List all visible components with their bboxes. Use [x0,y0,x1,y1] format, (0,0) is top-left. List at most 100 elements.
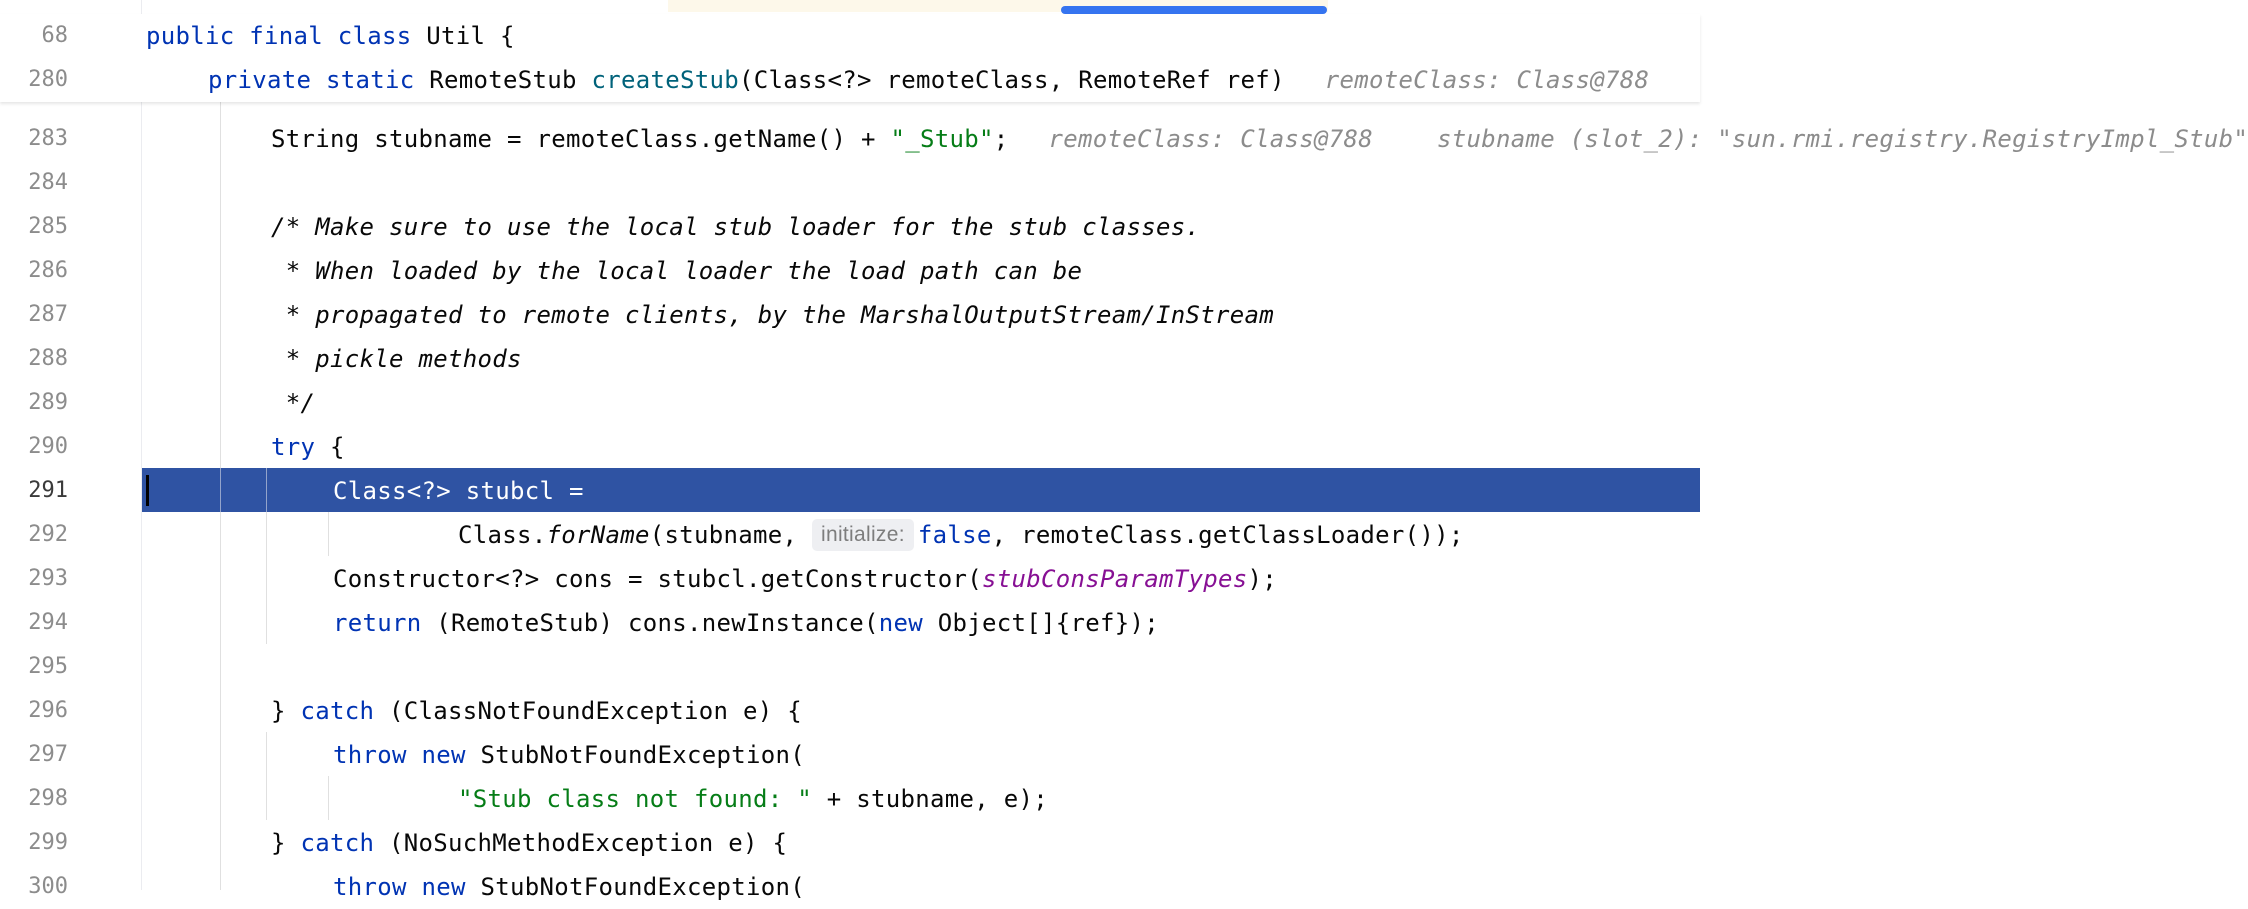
line-number: 296 [28,698,68,723]
line-number: 283 [28,126,68,151]
keyword: catch [300,829,375,857]
code-text: (ClassNotFoundException e) { [374,697,802,725]
line-number: 298 [28,786,68,811]
comment-text: */ [271,389,316,417]
line-code[interactable]: Constructor<?> cons = stubcl.getConstruc… [333,557,1277,601]
code-line-294[interactable]: 294 return (RemoteStub) cons.newInstance… [0,601,1700,645]
code-text: + stubname, e); [811,785,1048,813]
keyword: new [406,741,466,769]
code-text: StubNotFoundException( [465,741,805,769]
code-line-293[interactable]: 293 Constructor<?> cons = stubcl.getCons… [0,557,1700,601]
code-text: StubNotFoundException( [465,873,805,901]
sticky-scroll-header[interactable]: 68 public final class Util { 280 private… [0,14,1700,102]
line-number: 295 [28,654,68,679]
string-literal: "Stub class not found: " [458,785,812,813]
code-line-287[interactable]: 287 * propagated to remote clients, by t… [0,293,1700,337]
current-line-highlight [142,468,1700,512]
line-code[interactable]: throw new StubNotFoundException( [333,865,805,909]
code-text: ; [993,125,1009,153]
debug-value-hint: remoteClass: Class@788 [1324,66,1650,94]
line-code[interactable]: return (RemoteStub) cons.newInstance(new… [333,601,1159,645]
code-line-292[interactable]: 292 Class.forName(stubname, initialize:f… [0,513,1700,557]
keyword: throw [333,873,407,901]
code-line-298[interactable]: 298 "Stub class not found: " + stubname,… [0,777,1700,821]
indent-guide [328,776,329,820]
line-number: 299 [28,830,68,855]
comment-text: /* Make sure to use the local stub loade… [271,213,1201,241]
code-text: , remoteClass.getClassLoader()); [991,521,1464,549]
keyword: catch [300,697,375,725]
sticky-line-68[interactable]: 68 public final class Util { [0,14,1700,58]
current-line-guide [220,468,221,512]
line-number: 280 [28,67,68,92]
method-name: forName [546,521,650,549]
line-number: 286 [28,258,68,283]
static-field: stubConsParamTypes [981,565,1248,593]
code-line-299[interactable]: 299 } catch (NoSuchMethodException e) { [0,821,1700,865]
code-text: (NoSuchMethodException e) { [374,829,788,857]
line-code[interactable]: public final class Util { [146,14,515,58]
code-text: String stubname = remoteClass.getName() … [271,125,891,153]
code-line-296[interactable]: 296 } catch (ClassNotFoundException e) { [0,689,1700,733]
method-name: createStub [591,66,739,94]
code-text: ); [1247,565,1277,593]
indent-guide [266,732,267,820]
line-number: 293 [28,566,68,591]
code-line-297[interactable]: 297 throw new StubNotFoundException( [0,733,1700,777]
line-code[interactable]: throw new StubNotFoundException( [333,733,805,777]
code-text: RemoteStub [414,66,592,94]
line-number: 287 [28,302,68,327]
code-line-295[interactable]: 295 [0,645,1700,689]
code-line-289[interactable]: 289 */ [0,381,1700,425]
code-text[interactable]: Class<?> stubcl = [333,477,584,505]
line-number: 300 [28,874,68,899]
line-code[interactable]: private static RemoteStub createStub(Cla… [208,58,1649,102]
code-line-284[interactable]: 284 [0,161,1700,205]
comment-text: * pickle methods [271,345,522,373]
parameter-name-hint: initialize: [812,519,914,551]
code-text: (stubname, [649,521,812,549]
line-number: 289 [28,390,68,415]
line-code[interactable]: String stubname = remoteClass.getName() … [271,117,2248,161]
code-text: { [315,433,345,461]
code-line-300[interactable]: 300 throw new StubNotFoundException( [0,865,1700,909]
code-text: } [271,697,301,725]
text-caret [146,475,149,506]
line-code[interactable]: } catch (NoSuchMethodException e) { [271,821,787,865]
debug-value-hint: remoteClass: Class@788 [1048,125,1373,153]
code-line-290[interactable]: 290 try { [0,425,1700,469]
code-line-286[interactable]: 286 * When loaded by the local loader th… [0,249,1700,293]
sticky-line-280[interactable]: 280 private static RemoteStub createStub… [0,58,1700,102]
keyword: return [333,609,422,637]
keyword: new [878,609,923,637]
line-number: 288 [28,346,68,371]
comment-text: * When loaded by the local loader the lo… [271,257,1083,285]
horizontal-scrollbar-thumb[interactable] [1061,6,1327,14]
line-code[interactable]: } catch (ClassNotFoundException e) { [271,689,802,733]
code-text: (Class<?> remoteClass, RemoteRef ref) [739,66,1285,94]
indent-guide [266,468,267,644]
line-number-gutter[interactable] [0,0,142,890]
keyword: public final class [146,22,412,50]
line-number: 290 [28,434,68,459]
code-line-285[interactable]: 285 /* Make sure to use the local stub l… [0,205,1700,249]
code-line-283[interactable]: 283 String stubname = remoteClass.getNam… [0,117,2248,161]
line-code[interactable]: "Stub class not found: " + stubname, e); [458,777,1048,821]
code-text: } [271,829,301,857]
line-number: 291 [28,478,68,503]
keyword: throw [333,741,407,769]
debug-value-hint: stubname (slot_2): "sun.rmi.registry.Reg… [1436,125,2248,153]
line-code[interactable]: try { [271,425,345,469]
code-line-288[interactable]: 288 * pickle methods [0,337,1700,381]
current-line-guide [266,468,267,512]
code-line-291[interactable]: 291 Class<?> stubcl = [0,469,1700,513]
code-text: Util { [411,22,515,50]
line-number: 297 [28,742,68,767]
code-text: Object[]{ref}); [922,609,1159,637]
line-code[interactable]: Class.forName(stubname, initialize:false… [458,513,1464,557]
keyword: try [271,433,316,461]
keyword: new [406,873,466,901]
code-text: (RemoteStub) cons.newInstance( [421,609,879,637]
